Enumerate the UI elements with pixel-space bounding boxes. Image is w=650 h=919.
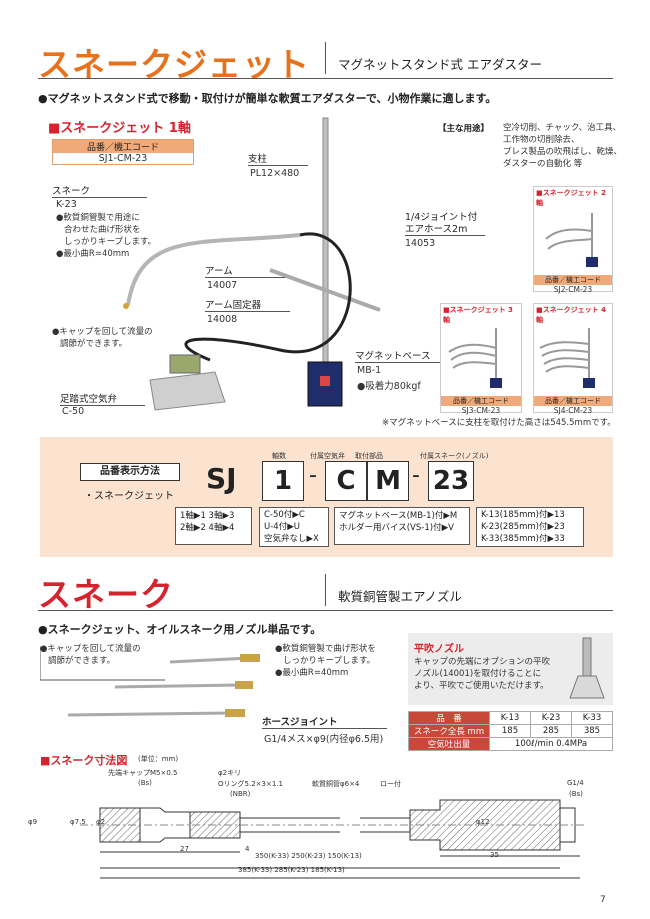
cap-label: 先端キャップM5×0.5 [108,769,178,777]
lead-text: ●マグネットスタンド式で移動・取付けが簡単な軟質エアダスターで、小物作業に適しま… [38,92,497,105]
title-divider-2 [325,574,326,606]
cap-note: ●キャップを回して流量の 調節ができます。 [52,327,153,349]
magnet-base-note: ●吸着力80kgf [357,381,421,392]
code-prefix: SJ [206,462,237,495]
arm-code: 14007 [207,280,238,291]
flat-nozzle-text: キャップの先端にオプションの平吹 ノズル(14001)を取付けることに より、平… [414,657,551,691]
len-2: 385(K-33) 285(K-23) 185(K-13) [238,866,345,874]
uses-list: 空冷切削、チャック、治工具、 工作物の切削除去、 プレス製品の吹飛ばし、乾燥、 … [503,123,623,169]
header-rule-2 [38,610,613,611]
flat-nozzle-image [569,637,605,699]
snake-notes: ●軟質銅管製で用途に 合わせた曲げ形状を しっかりキープします。 ●最小曲R=4… [56,213,157,259]
lead-text-2: ●スネークジェット、オイルスネーク用ノズル単品です。 [38,623,322,636]
header-rule [38,78,613,79]
dim-35: 35 [490,851,499,859]
subtitle-2: 軟質銅管製エアノズル [338,589,462,604]
valve-options: C-50付▶C U-4付▶U 空気弁なし▶X [259,507,329,547]
hose-joint-label: ホースジョイント [262,714,387,729]
product-code-box: 品番／機工コード SJ1-CM-23 [52,139,194,165]
variant-4axis-image [539,328,595,388]
hose-label-1: 1/4ジョイント付 [405,212,478,223]
magnet-base-label: マグネットベース [355,348,455,363]
snake-code: K-23 [56,199,77,210]
phi2-label: φ2 [96,818,106,826]
col-axis: 軸数 [272,452,286,460]
col-nozzle: 付属スネーク(ノズル) [420,452,489,460]
snake-label: スネーク [52,183,147,198]
snake-nozzles-image [40,646,260,717]
mount-options: マグネットベース(MB-1)付▶M ホルダー用バイス(VS-1)付▶V [334,507,470,545]
cap-note-2: ●キャップを回して流量の 調節ができます。 [40,644,141,666]
hose-label-2: エアホース2m [405,221,485,236]
dims-unit: (単位：mm) [138,755,179,763]
dimension-drawing [80,799,585,879]
snake-jet-illustration [123,117,381,411]
pipe-label: 軟質銅管φ6×4 [312,780,360,788]
dim-27: 27 [180,845,189,853]
code-method-sub: ・スネークジェット [84,491,174,502]
bs-2: (Bs) [569,790,583,798]
subtitle: マグネットスタンド式 エアダスター [338,57,542,72]
len-1: 350(K-33) 250(K-23) 150(K-13) [255,852,362,860]
dash-2: - [412,463,420,488]
bs-1: (Bs) [138,779,152,787]
oring-label: Oリング5.2×3×1.1 [218,780,283,788]
variant-card-4axis: ■スネークジェット 4軸 品番／機工コード SJ4-CM-23 [533,303,613,415]
uses-heading: 【主な用途】 [438,124,490,134]
table-row: スネーク全長 mm 185 285 385 [408,724,614,738]
variant-2axis-image [545,213,598,267]
pedal-code: C-50 [62,406,85,417]
code-box-axis: 1 [262,461,304,501]
table-row: 品 番 K-13 K-23 K-33 [408,711,614,725]
dim-4: 4 [245,845,250,853]
nozzle-options: K-13(185mm)付▶13 K-23(285mm)付▶23 K-33(385… [476,507,584,547]
flat-nozzle-title: 平吹ノズル [414,644,464,655]
magnet-base-code: MB-1 [357,365,382,376]
title-divider [325,42,326,74]
phi12-label: φ12 [476,818,490,826]
variant-3axis-image [448,328,502,388]
hose-code: 14053 [405,238,436,249]
variant-card-3axis: ■スネークジェット 3軸 品番／機工コード SJ3-CM-23 [440,303,522,415]
dash-1: - [309,463,317,488]
spec-table: 品 番 K-13 K-23 K-33 スネーク全長 mm 185 285 385… [408,711,614,751]
pole-label: 支柱 [248,151,308,166]
pedal-label: 足踏式空気弁 [60,391,145,406]
g14-label: G1/4 [567,779,584,787]
base-height-note: ※マグネットベースに支柱を取付けた高さは545.5mmです。 [382,418,616,428]
pole-code: PL12×480 [250,168,300,179]
variant-card-2axis: ■スネークジェット 2軸 品番／機工コード SJ2-CM-23 [533,186,613,294]
code-value: SJ1-CM-23 [53,153,193,164]
brazed-label: ロー付 [380,780,401,788]
col-mount: 取付部品 [355,452,383,460]
table-row: 空気吐出量 100ℓ/min 0.4MPa [408,737,613,751]
dims-title: ■スネーク寸法図 [40,754,128,767]
axis-options: 1軸▶1 3軸▶3 2軸▶2 4軸▶4 [175,507,252,545]
code-box-mount: M [367,461,409,501]
copper-notes: ●軟質銅管製で曲げ形状を しっかりキープします。 ●最小曲R=40mm [275,644,376,678]
drill-label: φ2キリ [218,769,242,777]
code-method-label: 品番表示方法 [80,463,180,481]
arm-fixer-code: 14008 [207,314,238,325]
section-title-1axis: ■スネークジェット 1軸 [48,121,191,136]
nbr-label: (NBR) [230,790,251,798]
page-number: 7 [600,895,606,905]
hose-joint-spec: G1/4メス×φ9(内径φ6.5用) [264,734,384,745]
page-title-snake: スネーク [38,575,174,614]
col-valve: 付属空気弁 [310,452,345,460]
code-box-nozzle: 23 [428,461,474,501]
arm-fixer-label: アーム固定器 [205,297,290,312]
phi75-label: φ7.5 [70,818,86,826]
phi9-label: φ9 [28,818,38,826]
page-title-snake-jet: スネークジェット [38,45,310,84]
code-box-valve: C [325,461,367,501]
arm-label: アーム [205,263,285,278]
code-head: 品番／機工コード [53,140,193,153]
